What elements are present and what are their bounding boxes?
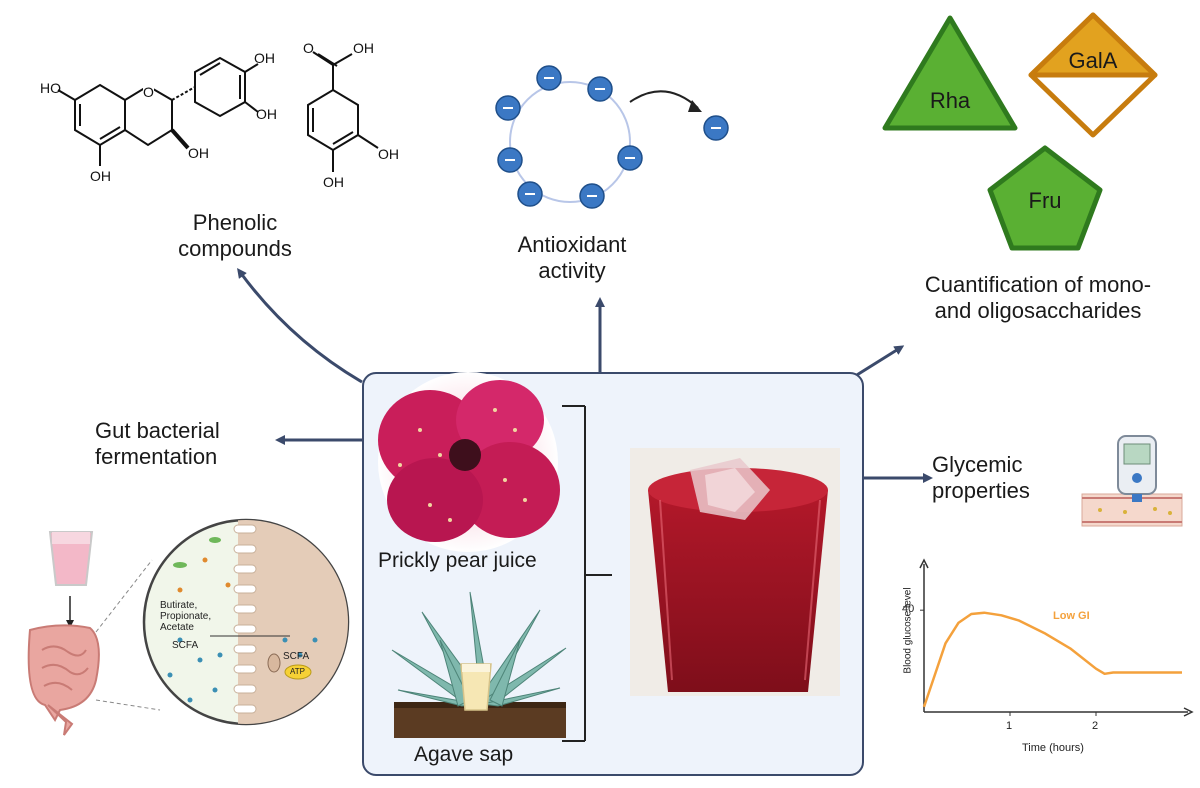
scfa-label-2: SCFA: [283, 651, 310, 662]
scfa-label: SCFA: [172, 640, 199, 651]
chem-label-o: O: [143, 84, 154, 100]
fru-pentagon-icon: [987, 145, 1103, 251]
metabolites-label: Butirate, Propionate, Acetate: [160, 600, 211, 633]
metabolites-line1: Butirate,: [160, 600, 198, 611]
chem-label-oh: OH: [378, 146, 399, 162]
antioxidant-label-line1: Antioxidant: [517, 232, 627, 257]
chem-label-oh: OH: [353, 40, 374, 56]
chem-label-ho: HO: [40, 80, 61, 96]
antioxidant-label-line2: activity: [538, 258, 606, 283]
intestine-icon: [27, 624, 100, 736]
glycemic-label-line1: Glycemic: [932, 452, 1023, 477]
prickly-pear-image: [378, 372, 560, 552]
juice-photo-image: [630, 448, 840, 696]
bracket-connector: [562, 405, 612, 742]
chem-label-o: O: [303, 40, 314, 56]
prickly-pear-label: Prickly pear juice: [378, 549, 537, 572]
chart-x-tick-label: 2: [1092, 720, 1099, 732]
gala-label: GalA: [1068, 48, 1118, 73]
metabolites-line2: Propionate,: [160, 611, 212, 622]
chem-label-oh: OH: [254, 50, 275, 66]
glycemic-label-line2: properties: [932, 478, 1030, 503]
chart-ylabel: Blood glucose level: [902, 587, 914, 674]
gut-label-line1: Gut bacterial: [95, 418, 220, 443]
chart-y-tick-label: 40: [902, 603, 915, 616]
fru-label: Fru: [1028, 188, 1062, 213]
chart-annotation: Low GI: [1053, 610, 1090, 622]
chem-label-oh: OH: [323, 174, 344, 190]
chem-label-oh: OH: [188, 145, 209, 161]
arrow-phenolic: [237, 267, 363, 384]
gut-label-line2: fermentation: [95, 444, 218, 469]
antioxidant-label: Antioxidant activity: [497, 232, 647, 284]
chart-x-arrow: [1183, 707, 1194, 717]
glucometer-icon: [1117, 435, 1157, 502]
agave-plant-image: [391, 591, 567, 738]
agave-label: Agave sap: [414, 743, 514, 766]
atp-label: ATP: [290, 667, 305, 676]
gut-label: Gut bacterial fermentation: [95, 418, 265, 470]
saccharides-label-line2: and oligosaccharides: [934, 298, 1142, 323]
chem-label-oh: OH: [90, 168, 111, 184]
chem-label-oh: OH: [256, 106, 277, 122]
glycemic-label: Glycemic properties: [932, 452, 1072, 504]
saccharides-label-line1: Cuantification of mono-: [924, 272, 1152, 297]
chart-y-arrow: [919, 558, 929, 569]
chart-xlabel: Time (hours): [1022, 742, 1084, 754]
phenolic-label: Phenolic compounds: [150, 210, 320, 262]
phenolic-label-line1: Phenolic: [192, 210, 278, 235]
saccharides-label: Cuantification of mono- and oligosacchar…: [888, 272, 1188, 324]
metabolites-line3: Acetate: [160, 622, 194, 633]
chart-series-line: [922, 611, 1182, 708]
rha-triangle-icon: [882, 15, 1018, 131]
molecule-ring: [509, 81, 631, 203]
phenolic-label-line2: compounds: [178, 236, 292, 261]
arrow-saccharides: [851, 345, 905, 380]
rha-label: Rha: [929, 88, 971, 113]
chart-x-tick-label: 1: [1006, 720, 1013, 732]
